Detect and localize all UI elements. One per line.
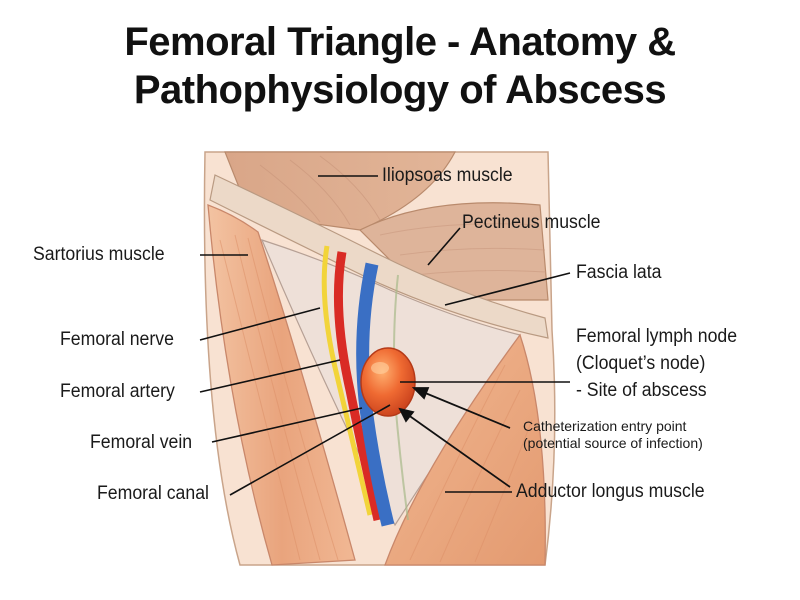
- label-femoral-artery: Femoral artery: [60, 381, 175, 402]
- arrow-catheter: [417, 389, 511, 429]
- label-femoral-lymph-node: Femoral lymph node (Cloquet’s node) - Si…: [576, 326, 738, 401]
- label-femoral-canal: Femoral canal: [97, 483, 209, 504]
- inguinal-ligament: [209, 174, 549, 339]
- label-femoral-nerve: Femoral nerve: [60, 329, 174, 350]
- adductor-longus-shape: [384, 333, 546, 566]
- arrow-adductor: [403, 411, 511, 488]
- leader-fascia-lata: [444, 272, 571, 306]
- sartorius-muscle-shape: [207, 204, 356, 566]
- label-fascia-lata: Fascia lata: [576, 262, 662, 283]
- leader-pectineus: [427, 227, 461, 266]
- femoral-nerve-shape: [321, 245, 373, 516]
- label-catheterization-entry: Catheterization entry point (potential s…: [523, 418, 703, 451]
- title-line-2: Pathophysiology of Abscess: [133, 68, 667, 112]
- leader-femoral-nerve: [199, 307, 321, 341]
- label-sartorius-muscle: Sartorius muscle: [33, 244, 165, 265]
- label-iliopsoas-muscle: Iliopsoas muscle: [382, 165, 513, 186]
- femoral-artery-shape: [333, 251, 383, 522]
- leader-femoral-canal: [229, 404, 391, 496]
- label-femoral-vein: Femoral vein: [90, 432, 193, 453]
- diagram-title: Femoral Triangle - Anatomy & Pathophysio…: [0, 18, 800, 114]
- leader-femoral-vein: [211, 407, 363, 443]
- leader-femoral-artery: [199, 359, 341, 393]
- label-adductor-longus: Adductor longus muscle: [516, 481, 705, 502]
- title-line-1: Femoral Triangle - Anatomy &: [124, 20, 676, 64]
- label-pectineus-muscle: Pectineus muscle: [462, 212, 601, 233]
